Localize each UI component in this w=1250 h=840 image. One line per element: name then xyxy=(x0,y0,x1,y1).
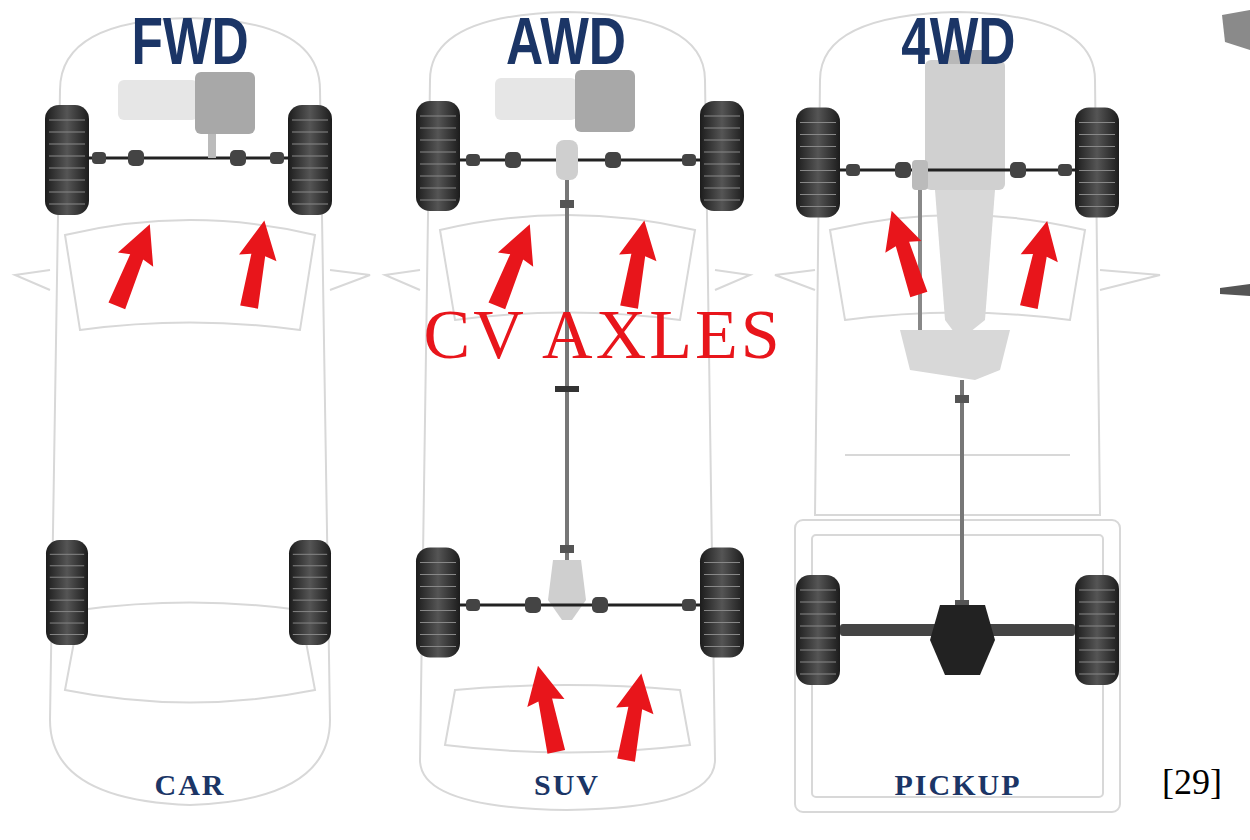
vehicle-type: SUV xyxy=(534,770,600,800)
vehicle-type: PICKUP xyxy=(895,770,1022,800)
drive-type-heading: AWD xyxy=(506,8,626,74)
part-name: CV AXLES xyxy=(424,300,783,370)
reference-number: [29] xyxy=(1162,764,1222,800)
drive-type-heading: 4WD xyxy=(901,8,1015,74)
vehicle-type: CAR xyxy=(155,770,226,800)
drive-type-heading: FWD xyxy=(132,8,249,74)
